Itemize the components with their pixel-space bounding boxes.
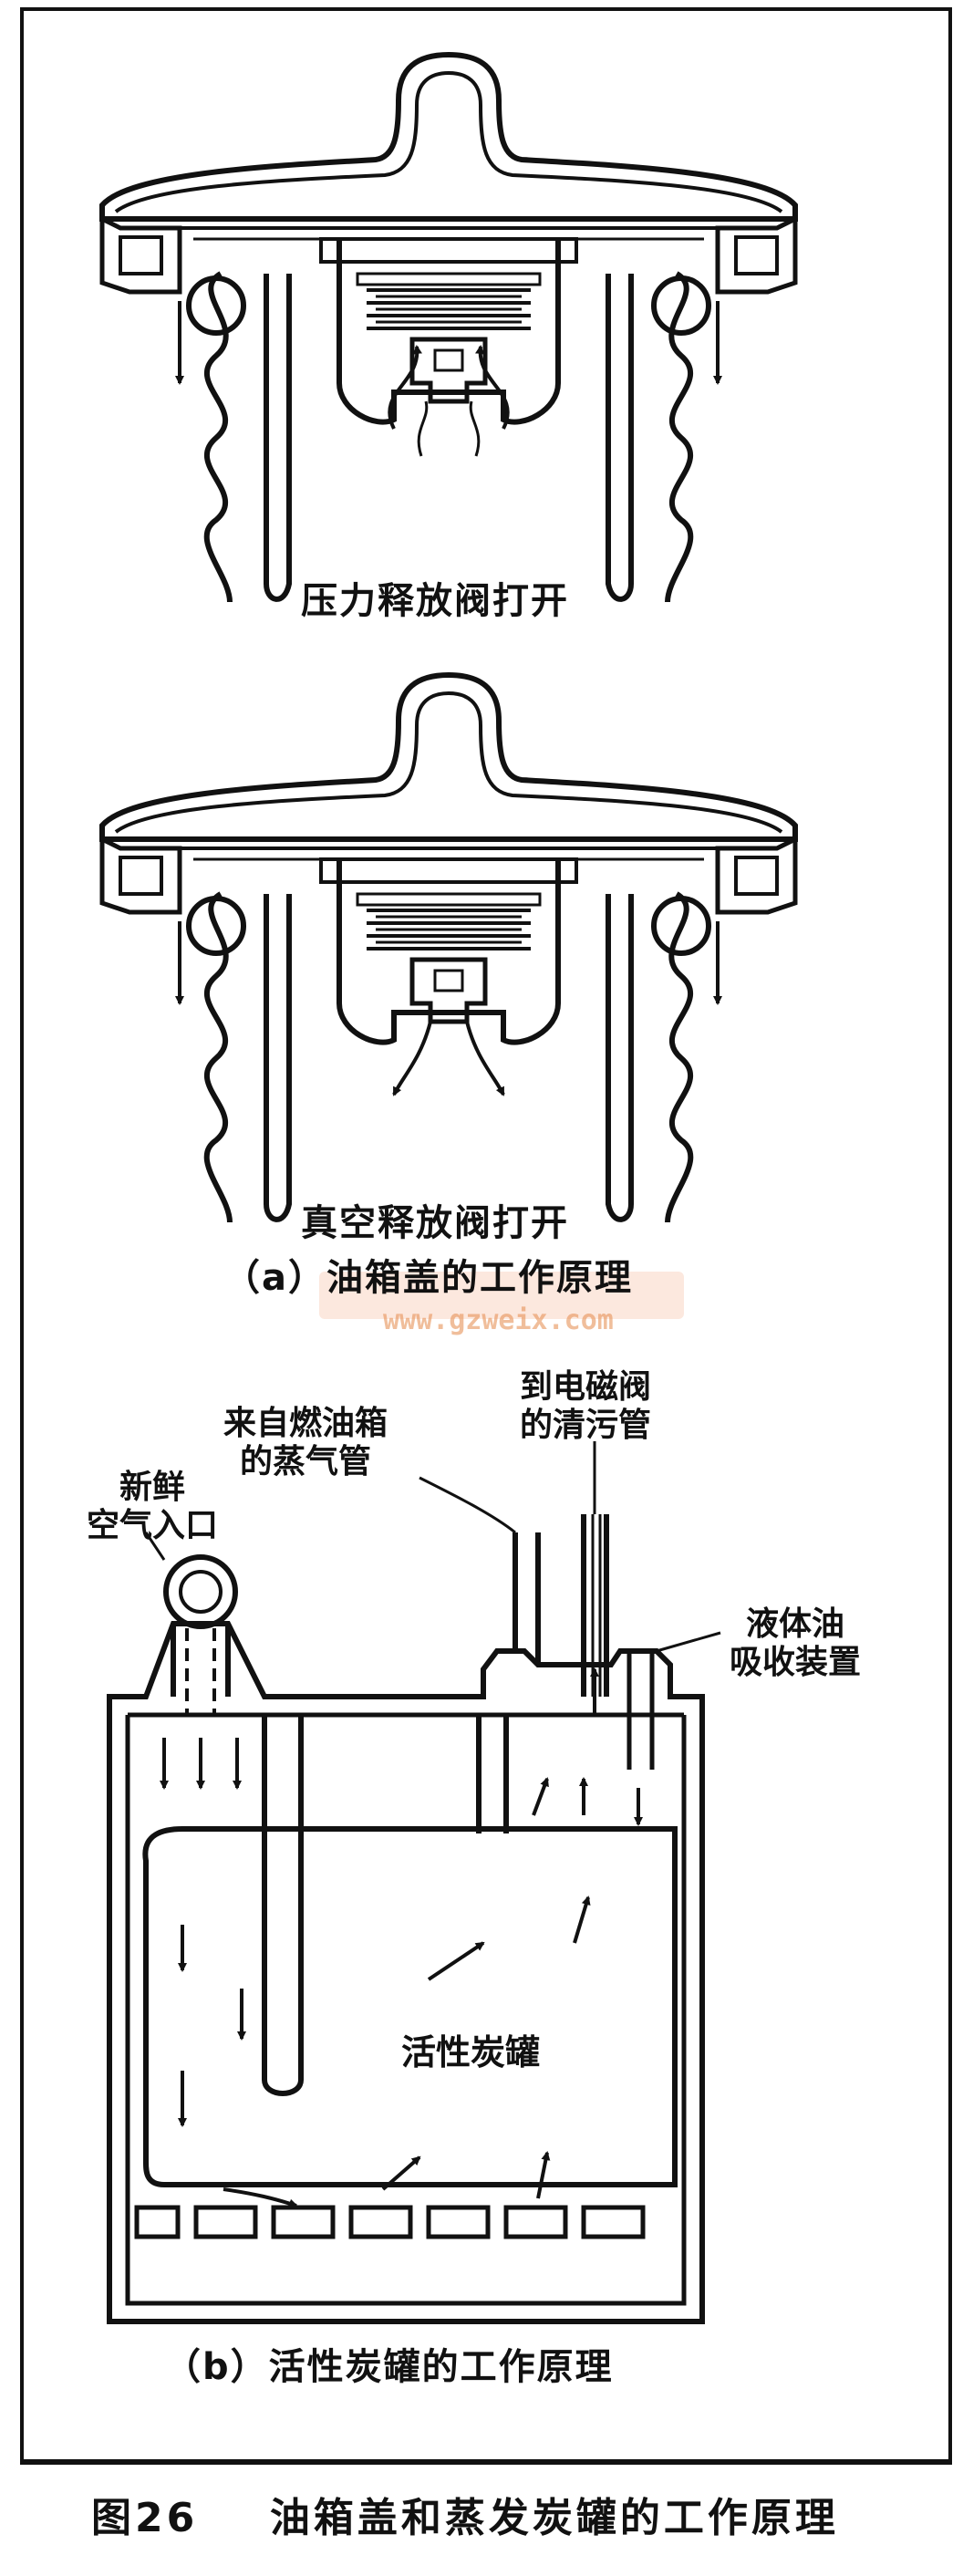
watermark-url: www.gzweix.com — [383, 1304, 614, 1336]
canister-label: 活性炭罐 — [401, 2032, 541, 2072]
pressure-valve-caption: 压力释放阀打开 — [301, 580, 569, 622]
charcoal-canister-diagram — [107, 1441, 721, 2324]
vapor-tube-text: 来自燃油箱 的蒸气管 — [223, 1405, 388, 1481]
figure-title-text: 油箱盖和蒸发炭罐的工作原理 — [269, 2495, 839, 2541]
panel-b-caption: （b）活性炭罐的工作原理 — [164, 2346, 614, 2388]
flow-arrows — [160, 1667, 643, 2208]
fuel-cap-pressure-open — [102, 55, 795, 602]
panel-a-caption: （a）油箱盖的工作原理 — [223, 1257, 633, 1299]
fresh-air-inlet-text: 新鲜 空气入口 — [87, 1469, 219, 1545]
liquid-absorber-text: 液体油 吸收装置 — [730, 1605, 862, 1682]
fresh-air-inlet-label: 新鲜 空气入口 — [87, 1469, 218, 1546]
vapor-tube-label: 来自燃油箱 的蒸气管 — [223, 1405, 388, 1482]
watermark-band — [319, 1272, 684, 1319]
figure-title: 图26 油箱盖和蒸发炭罐的工作原理 — [91, 2495, 839, 2542]
liquid-absorber-label: 液体油 吸收装置 — [730, 1605, 861, 1683]
purge-tube-text: 到电磁阀 的清污管 — [520, 1368, 652, 1445]
figure-number: 图26 — [91, 2495, 199, 2541]
vacuum-valve-caption: 真空释放阀打开 — [301, 1202, 569, 1244]
fuel-cap-vacuum-open — [102, 675, 795, 1222]
purge-tube-label: 到电磁阀 的清污管 — [520, 1368, 651, 1446]
